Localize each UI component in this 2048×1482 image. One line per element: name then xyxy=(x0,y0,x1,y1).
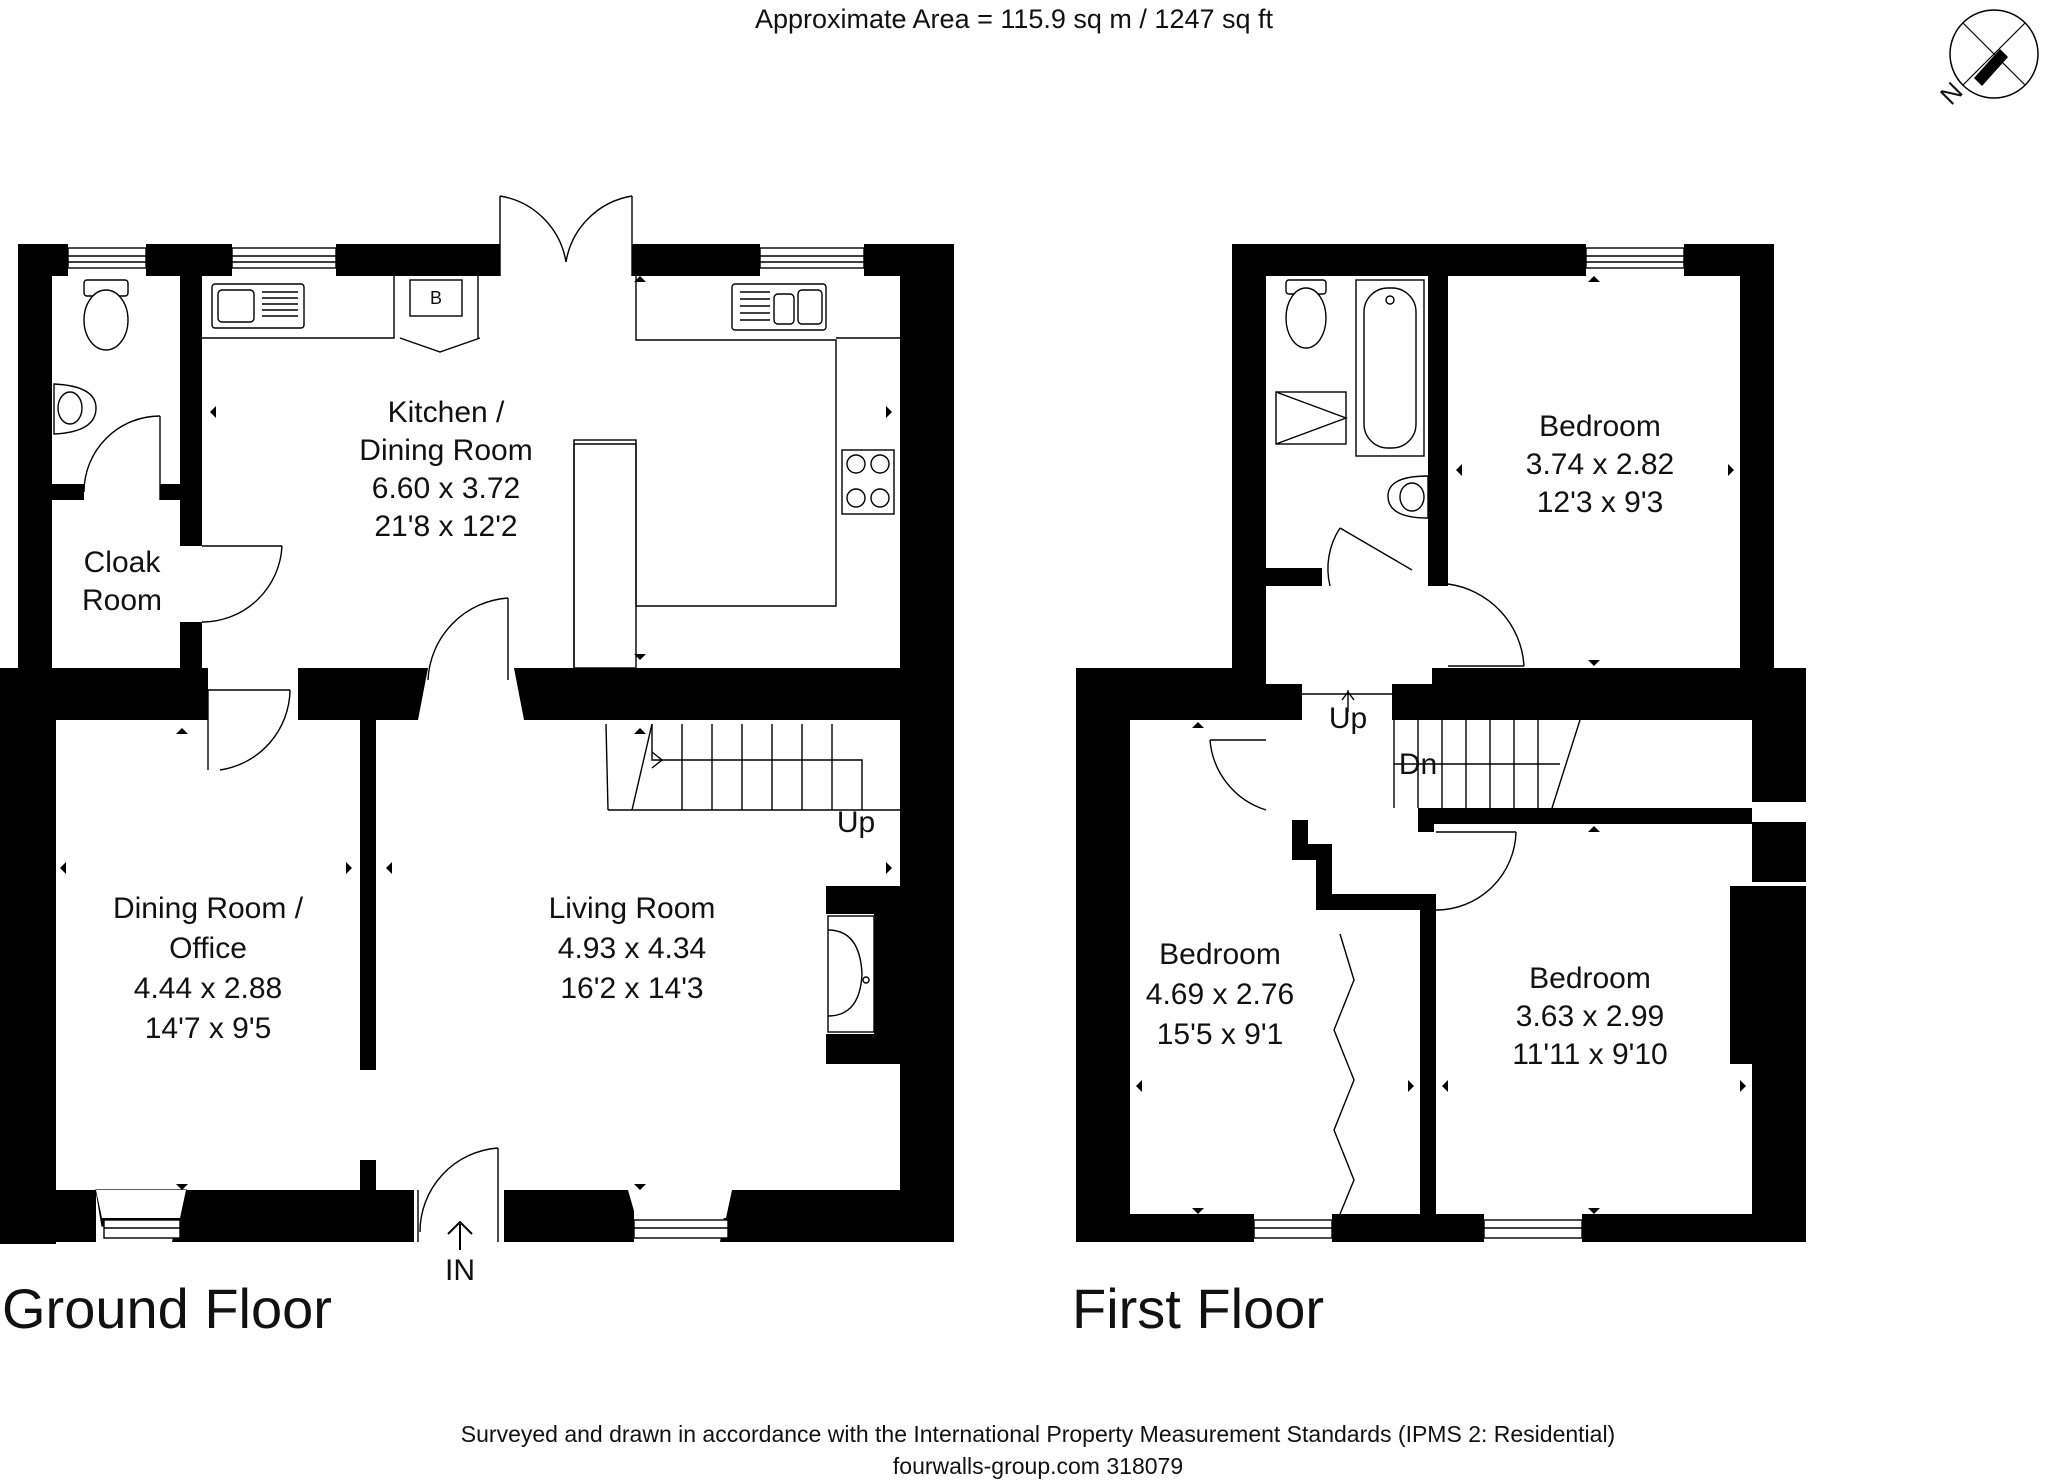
fireplace-icon xyxy=(827,915,875,1033)
kitchen-fixtures: B xyxy=(202,276,900,669)
toilet-icon-first-floor xyxy=(1285,279,1327,349)
ground-floor-doors xyxy=(83,195,633,1242)
first-stairs-down-label: Dn xyxy=(1399,748,1437,781)
bedroom-right-name: Bedroom xyxy=(1529,962,1651,995)
bedroom-left-name: Bedroom xyxy=(1159,938,1281,971)
living-imperial: 16'2 x 14'3 xyxy=(560,972,703,1005)
boiler-label: B xyxy=(430,288,442,308)
boiler-box xyxy=(409,279,463,317)
dining-metric: 4.44 x 2.88 xyxy=(134,972,282,1005)
shower-tray-icon xyxy=(1275,391,1349,445)
area-header: Approximate Area = 115.9 sq m / 1247 sq … xyxy=(755,4,1274,34)
first-stairs-up-label: Up xyxy=(1329,702,1367,735)
bedroom-rear-imperial: 12'3 x 9'3 xyxy=(1537,486,1664,519)
first-floor-walls xyxy=(1076,244,1806,1242)
cloak-name-2: Room xyxy=(82,584,162,617)
dining-imperial: 14'7 x 9'5 xyxy=(145,1012,272,1045)
hob-icon xyxy=(841,449,895,515)
cloak-name-1: Cloak xyxy=(84,546,162,579)
cloak-room-fixtures xyxy=(53,279,129,435)
bedroom-right-imperial: 11'11 x 9'10 xyxy=(1512,1038,1667,1071)
first-floor-title: First Floor xyxy=(1072,1277,1324,1340)
ground-floor-walls xyxy=(0,244,954,1244)
entrance-arrow-icon xyxy=(447,1220,473,1250)
bathroom-fixtures xyxy=(1275,279,1429,519)
ground-floor-title: Ground Floor xyxy=(2,1277,332,1340)
bedroom-rear-name: Bedroom xyxy=(1539,410,1661,443)
dimension-ticks xyxy=(60,276,892,1190)
toilet-icon xyxy=(83,279,129,351)
footer-reference-text: fourwalls-group.com 318079 xyxy=(893,1453,1183,1479)
footer-standards-text: Surveyed and drawn in accordance with th… xyxy=(461,1421,1615,1447)
bathtub-icon xyxy=(1355,279,1425,457)
washbasin-icon xyxy=(53,383,97,435)
bedroom-right-metric: 3.63 x 2.99 xyxy=(1516,1000,1664,1033)
kitchen-name-1: Kitchen / xyxy=(388,396,505,429)
first-floor-windows xyxy=(1253,247,1685,1239)
kitchen-name-2: Dining Room xyxy=(359,434,532,467)
dining-name-1: Dining Room / xyxy=(113,892,304,925)
kitchen-metric: 6.60 x 3.72 xyxy=(372,472,520,505)
kitchen-imperial: 21'8 x 12'2 xyxy=(374,510,517,543)
first-floor-labels: Bedroom 3.74 x 2.82 12'3 x 9'3 Bedroom 4… xyxy=(1146,410,1674,1071)
living-metric: 4.93 x 4.34 xyxy=(558,932,706,965)
bedroom-left-imperial: 15'5 x 9'1 xyxy=(1157,1018,1284,1051)
ground-floor-stairs xyxy=(605,723,900,811)
first-floor-dimension-ticks xyxy=(1136,276,1746,1214)
kitchen-sink-right-icon xyxy=(731,283,827,331)
kitchen-sink-icon xyxy=(211,283,305,329)
living-name: Living Room xyxy=(549,892,716,925)
ground-stairs-label: Up xyxy=(837,806,875,839)
ground-floor-labels: Kitchen / Dining Room 6.60 x 3.72 21'8 x… xyxy=(82,396,875,1045)
dining-name-2: Office xyxy=(169,932,247,965)
entrance-label: IN xyxy=(445,1254,475,1287)
ground-floor-windows xyxy=(67,247,865,1239)
washbasin-icon-first-floor xyxy=(1387,475,1429,519)
first-floor-stairs xyxy=(1302,690,1581,809)
bedroom-left-metric: 4.69 x 2.76 xyxy=(1146,978,1294,1011)
first-floor-doors xyxy=(1209,527,1525,1215)
bedroom-rear-metric: 3.74 x 2.82 xyxy=(1526,448,1674,481)
compass-icon: N xyxy=(1934,9,2039,111)
